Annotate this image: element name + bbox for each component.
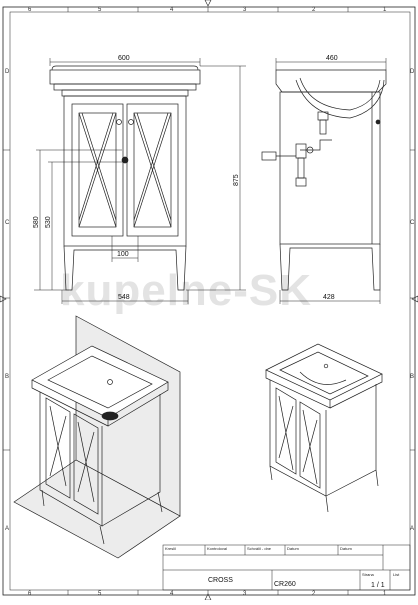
tb-label: Kontroloval [207,546,227,551]
dim-handle-gap: 100 [117,251,129,258]
dim-depth-top: 460 [326,55,338,62]
col-label: 3 [243,591,247,597]
row-label: A [410,526,414,532]
row-labels: D D C C B B A A [5,69,415,532]
row-label: A [5,526,9,532]
sheet-value: 1 / 1 [371,582,385,589]
watermark: kupelne-SK [60,266,312,315]
product-code: CR260 [274,581,296,588]
row-label: D [410,69,415,75]
front-view [49,65,201,291]
col-label: 2 [312,591,316,597]
side-dimension-lines [275,58,387,304]
dim-height-875: 875 [233,174,240,186]
col-label: 5 [98,591,102,597]
tb-label: Datum [340,546,352,551]
side-view [261,69,387,291]
column-labels-bottom: 6 5 4 3 2 1 [28,591,387,597]
sheet-border [2,6,416,596]
col-label: 4 [170,7,174,13]
col-label: 5 [98,7,102,13]
row-label: B [410,374,414,380]
col-label: 4 [170,591,174,597]
row-label: D [5,69,10,75]
col-label: 6 [28,7,32,13]
tb-label: Datum [287,546,299,551]
dim-height-530: 530 [45,216,52,228]
dim-height-580: 580 [33,216,40,228]
isometric-view-installed [13,315,181,559]
row-label: C [5,220,10,226]
border-ticks [3,7,415,595]
tb-label: Kreslil [165,546,176,551]
col-label: 1 [383,7,387,13]
col-label: 3 [243,7,247,13]
format-label: List [393,572,400,577]
sheet-label: Strana [362,572,375,577]
col-label: 2 [312,7,316,13]
row-label: C [410,220,415,226]
dim-bottom-width: 548 [118,294,130,301]
dim-depth-bottom: 428 [323,294,335,301]
side-dimension-labels: 460 428 [323,55,338,301]
dim-top-width: 600 [118,55,130,62]
front-dimension-labels: 600 548 100 580 530 875 [33,55,240,301]
product-name: CROSS [208,577,233,584]
tb-label: Schválil - dne [247,546,272,551]
col-label: 6 [28,591,32,597]
title-block [162,544,411,591]
front-dimension-lines [34,58,246,304]
col-label: 1 [383,591,387,597]
isometric-view-freestanding [265,343,383,513]
column-labels-top: 6 5 4 3 2 1 [28,7,387,13]
title-block-text: Kreslil Kontroloval Schválil - dne Datum… [165,546,400,589]
row-label: B [5,374,9,380]
